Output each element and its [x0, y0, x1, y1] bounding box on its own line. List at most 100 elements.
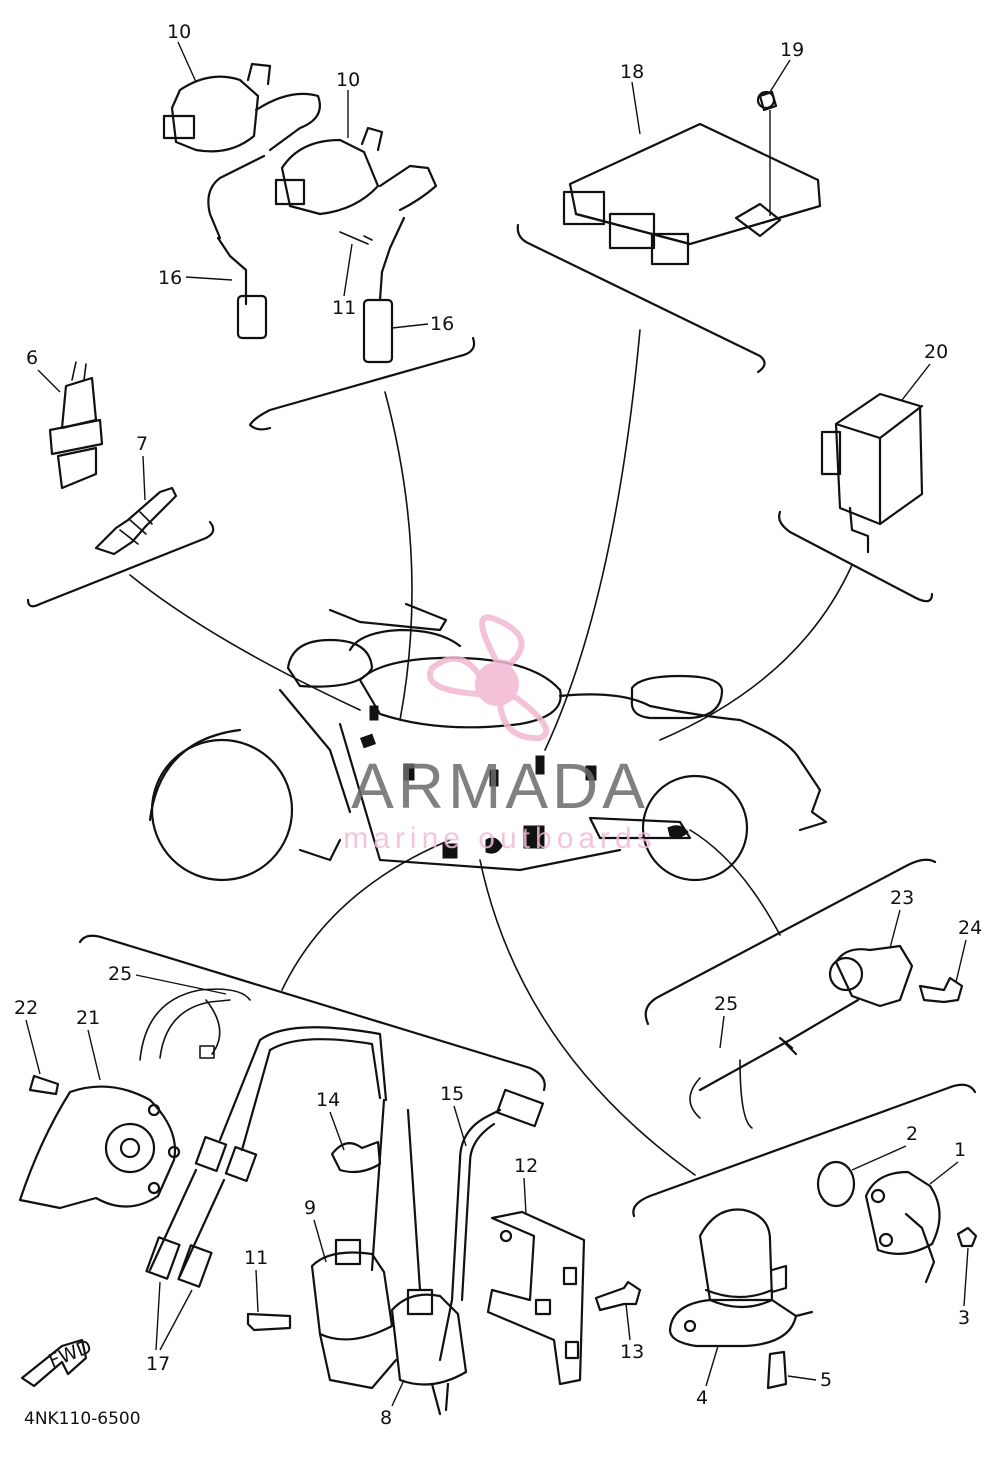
- connector-mark-f: [585, 765, 597, 781]
- frame-ignition-coils: [248, 336, 476, 431]
- propeller-blade-left: [427, 655, 484, 698]
- lead-wire-upper: [139, 988, 251, 1061]
- front-fender: [298, 838, 342, 862]
- bolt-13: [594, 1280, 642, 1312]
- ignition-coil-upper: [162, 62, 321, 340]
- propeller-blade-top: [479, 614, 525, 668]
- front-wheel-rim: [148, 728, 242, 822]
- ignition-coil-8: [390, 1108, 468, 1416]
- callout-5: 5: [820, 1369, 832, 1391]
- muffler: [588, 816, 692, 840]
- callout-11-b: 11: [244, 1247, 268, 1269]
- callout-17: 17: [146, 1353, 170, 1375]
- diagram-reference-code: 4NK110-6500: [24, 1409, 141, 1429]
- ignition-coil-9: [310, 1098, 398, 1390]
- propeller-blade-right: [496, 692, 549, 742]
- callout-22: 22: [14, 997, 38, 1019]
- leader-cdi: [544, 329, 641, 751]
- callout-9: 9: [304, 1197, 316, 1219]
- screw-3: [956, 1226, 978, 1248]
- callout-16-a: 16: [158, 267, 182, 289]
- bolt-5: [766, 1350, 788, 1390]
- connector-mark-e: [535, 755, 545, 775]
- bolt-11-lower: [246, 1312, 292, 1332]
- thermo-sensor: [48, 361, 104, 490]
- callout-21: 21: [76, 1007, 100, 1029]
- connector-mark-i: [485, 837, 503, 854]
- connector-mark-a: [360, 733, 376, 749]
- ignition-coil-lower: [274, 126, 438, 364]
- fwd-arrow: FWD: [20, 1336, 95, 1388]
- propeller-hub: [475, 662, 519, 706]
- callout-10-a: 10: [167, 21, 191, 43]
- screw-24: [918, 976, 964, 1004]
- callout-8: 8: [380, 1407, 392, 1429]
- rear-fender: [738, 718, 828, 832]
- callout-19: 19: [780, 39, 804, 61]
- frame-fuel-sender: [632, 1083, 977, 1218]
- part-drawings: FWD: [18, 62, 978, 1416]
- armada-watermark: ARMADA marine outboards: [343, 614, 656, 855]
- callout-20: 20: [924, 341, 948, 363]
- callout-2: 2: [906, 1123, 918, 1145]
- callout-10-b: 10: [336, 69, 360, 91]
- nut-19: [758, 90, 778, 112]
- callout-3: 3: [958, 1307, 970, 1329]
- frame-sensors: [26, 520, 215, 608]
- callout-12: 12: [514, 1155, 538, 1177]
- propeller-logo: [427, 614, 549, 742]
- lead-with-connector: [438, 1088, 544, 1362]
- connector-mark-j: [667, 825, 689, 838]
- neutral-switch: [689, 944, 914, 1129]
- connector-mark-g: [523, 825, 545, 849]
- callout-16-b: 16: [430, 313, 454, 335]
- frame-neutral-switch: [644, 858, 937, 1026]
- callout-23: 23: [890, 887, 914, 909]
- callout-6: 6: [26, 347, 38, 369]
- callout-13: 13: [620, 1341, 644, 1363]
- rear-wheel: [641, 774, 749, 882]
- callouts: 10 10 16 11 16 18 19 6 7 20 23 24 25 25 …: [14, 21, 982, 1429]
- callout-11-a: 11: [332, 297, 356, 319]
- leader-lower-left: [281, 839, 451, 991]
- watermark-title: ARMADA: [351, 750, 649, 822]
- handlebar: [328, 602, 448, 632]
- callout-15: 15: [440, 1083, 464, 1105]
- leader-relay: [659, 564, 853, 741]
- callout-18: 18: [620, 61, 644, 83]
- seat-line: [558, 693, 742, 722]
- rear-seat: [630, 674, 724, 720]
- headlight: [286, 638, 374, 688]
- cdi-unit: [562, 90, 822, 266]
- callout-24: 24: [958, 917, 982, 939]
- leader-sender: [479, 859, 696, 1176]
- horn: [18, 1074, 181, 1210]
- watermark-subtitle: marine outboards: [343, 822, 656, 855]
- leader-sensors: [129, 574, 361, 711]
- callout-7: 7: [136, 433, 148, 455]
- o-ring: [816, 1160, 856, 1208]
- motorcycle-outline: [148, 602, 828, 882]
- leader-neutral: [689, 829, 781, 936]
- relay: [820, 392, 924, 554]
- connector-mark-h: [442, 843, 458, 859]
- connector-mark-c: [403, 763, 415, 781]
- frame-lower: [338, 722, 622, 872]
- spark-plug: [94, 486, 178, 556]
- handlebar-top: [348, 628, 462, 652]
- fwd-label: FWD: [46, 1336, 95, 1373]
- callout-25-a: 25: [108, 963, 132, 985]
- frame-relay: [778, 510, 934, 603]
- front-fork: [278, 688, 352, 814]
- connector-mark-b: [369, 705, 379, 721]
- leader-coils: [384, 391, 413, 721]
- fuel-pump: [668, 1208, 814, 1348]
- fuel-sender-unit: [864, 1170, 941, 1284]
- wire-clamp: [330, 1140, 382, 1174]
- callout-4: 4: [696, 1387, 708, 1409]
- fuel-tank: [358, 656, 562, 729]
- frame-lower-left: [78, 934, 546, 1092]
- callout-14: 14: [316, 1089, 340, 1111]
